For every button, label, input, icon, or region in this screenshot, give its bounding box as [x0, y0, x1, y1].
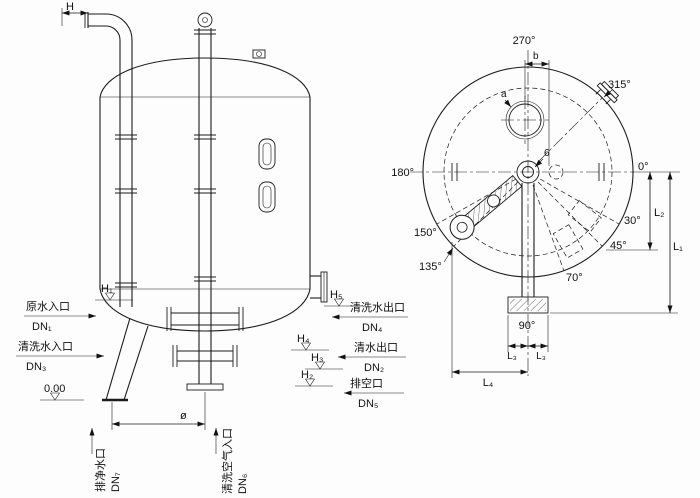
angle-70-label: 70° [566, 272, 583, 284]
angle-0-label: 0° [638, 161, 649, 173]
wash-air-inlet-dn: DN₆ [237, 474, 249, 494]
dimension-l3: L₃ L₃ [507, 315, 549, 362]
wash-water-outlet-name: 清洗水出口 [350, 300, 405, 314]
h4-label: H₄ [297, 333, 310, 345]
dimension-h: H [61, 1, 88, 26]
drain-port-dn: DN₇ [110, 472, 122, 492]
lifting-lug [252, 49, 266, 59]
label-wash-air-inlet: 清洗空气入口 DN₆ [213, 428, 249, 494]
label-vent-port: 排空口 DN₅ [344, 376, 404, 410]
bottom-pipe-plan: 90° [507, 183, 549, 332]
h3-label: H₃ [311, 352, 323, 364]
vessel-shell [99, 57, 311, 332]
flange-315: 315° [595, 79, 631, 105]
dim-l3a-label: L₃ [507, 351, 517, 362]
dimension-6: 6 [534, 148, 550, 168]
dim-b-label: b [533, 51, 539, 62]
vent-port-dn: DN₅ [358, 398, 378, 410]
dim-l1-label: L₁ [673, 241, 683, 253]
angle-90-label: 90° [519, 320, 536, 332]
wash-water-inlet-dn: DN₃ [26, 361, 46, 373]
wash-air-inlet-name: 清洗空气入口 [220, 428, 234, 494]
level-mark-h1: H₁ [95, 283, 133, 301]
backwash-arm [449, 175, 523, 240]
inlet-riser-pipe [84, 12, 137, 307]
angle-135: 135° [419, 247, 454, 273]
dimension-a: a [501, 89, 512, 108]
angle-135-label: 135° [419, 261, 442, 273]
vent-port-name: 排空口 [350, 376, 383, 390]
dimension-l4: L₄ [451, 242, 528, 389]
handhole-upper [258, 138, 276, 170]
raw-water-inlet-dn: DN₁ [32, 321, 52, 333]
h1-label: H₁ [101, 283, 113, 295]
dim-a-label: a [501, 89, 507, 100]
label-drain-port: 排净水口 DN₇ [89, 428, 122, 492]
label-wash-water-inlet: 清洗水入口 DN₃ [16, 340, 104, 373]
side-nozzle [310, 271, 328, 303]
dim-l4-label: L₄ [483, 377, 494, 389]
bottom-piping [166, 307, 244, 391]
angle-315-label: 315° [608, 79, 631, 91]
angle-45-label: 45° [610, 240, 627, 252]
label-raw-water-inlet: 原水入口 DN₁ [24, 300, 96, 333]
angle-270-label: 270° [513, 35, 536, 47]
dim-h-label: H [66, 1, 74, 13]
drain-port-name: 排净水口 [93, 448, 107, 492]
clean-water-outlet-dn: DN₂ [364, 362, 384, 374]
central-pipe [194, 12, 216, 384]
h5-label: H₅ [330, 289, 342, 301]
support-leg [102, 317, 149, 402]
level-mark-h5: H₅ [324, 289, 362, 307]
raw-water-inlet-name: 原水入口 [26, 300, 70, 313]
dimension-l2: L₂ [606, 171, 680, 251]
plan-view: a b 270° 315° 0° 180° 30° 45° [391, 35, 683, 389]
level-mark-zero: 0.00 [40, 383, 84, 401]
angle-30-label: 30° [624, 215, 641, 227]
front-elevation-view: H [16, 1, 408, 494]
center-hub [516, 160, 564, 184]
clean-water-outlet-name: 清水出口 [354, 340, 398, 354]
h2-label: H₂ [301, 369, 313, 381]
diameter-symbol: ø [180, 410, 187, 422]
manhole [501, 96, 549, 144]
level-mark-h2: H₂ [295, 369, 333, 387]
dim-l3b-label: L₃ [536, 351, 546, 362]
level-mark-h3: H₃ [305, 352, 343, 370]
dim-l2-label: L₂ [654, 207, 664, 219]
dimension-diameter: ø [111, 392, 206, 430]
angle-180-label: 180° [391, 167, 414, 179]
zero-label: 0.00 [44, 383, 65, 395]
handhole-lower [258, 181, 276, 213]
level-mark-h4: H₄ [291, 333, 329, 351]
dim-6-label: 6 [544, 148, 550, 159]
angle-150-label: 150° [414, 227, 437, 239]
nozzle-ticks [451, 163, 605, 181]
dimension-b: b [524, 51, 550, 166]
label-clean-water-outlet: 清水出口 DN₂ [338, 340, 406, 374]
label-wash-water-outlet: 清洗水出口 DN₄ [332, 300, 408, 334]
wash-water-inlet-name: 清洗水入口 [18, 340, 73, 353]
dimension-l1: L₁ [550, 172, 683, 314]
wash-water-outlet-dn: DN₄ [362, 322, 383, 334]
